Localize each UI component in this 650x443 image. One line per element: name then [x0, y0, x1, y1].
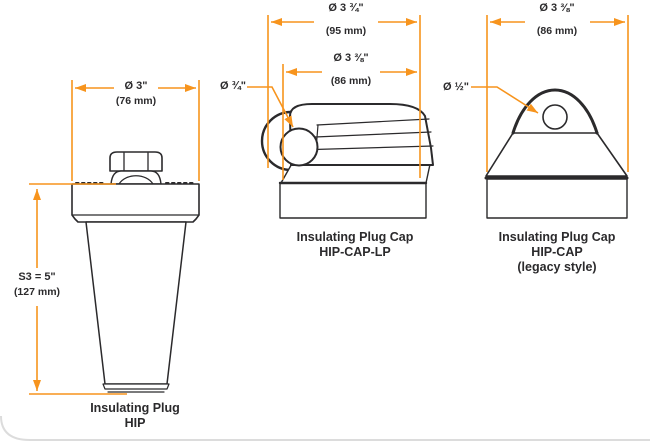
- hip-height-dimension: [29, 183, 127, 395]
- hip-cap-caption-line3: (legacy style): [517, 260, 597, 274]
- hip-cap-lp-inner-dimension: [282, 64, 417, 180]
- hip-width-dimension: [71, 80, 200, 181]
- hip-cap-lp-caption-line2: HIP-CAP-LP: [319, 245, 391, 259]
- hip-cap-lp-outer-metric: (95 mm): [325, 25, 367, 37]
- hip-caption-line2: HIP: [124, 416, 146, 430]
- hip-cap-lp-outer-value: Ø 3 ¾": [328, 2, 364, 14]
- hip-cap-width-dimension: [486, 15, 629, 172]
- hip-cap-legacy-drawing: [484, 88, 629, 219]
- hip-width-metric: (76 mm): [115, 95, 157, 107]
- hip-cap-lp-caption: Insulating Plug Cap HIP-CAP-LP: [275, 230, 435, 260]
- hip-cap-lp-hole-leader: [247, 86, 294, 128]
- hip-height-metric: (127 mm): [13, 286, 61, 298]
- hip-cap-lp-inner-metric: (86 mm): [330, 75, 372, 87]
- hip-cap-caption-line1: Insulating Plug Cap: [498, 230, 616, 244]
- hip-plug-drawing: [71, 151, 200, 393]
- hip-cap-caption: Insulating Plug Cap HIP-CAP (legacy styl…: [477, 230, 637, 275]
- hip-cap-lp-outer-dimension: [267, 15, 421, 178]
- hip-cap-hole-leader: [471, 86, 539, 114]
- hip-cap-width-metric: (86 mm): [536, 25, 578, 37]
- hip-cap-lp-inner-value: Ø 3 ⅜": [333, 52, 369, 64]
- hip-cap-lp-caption-line1: Insulating Plug Cap: [296, 230, 414, 244]
- hip-width-value: Ø 3": [124, 80, 148, 92]
- hip-cap-width-value: Ø 3 ⅜": [539, 2, 575, 14]
- page-edge: [0, 415, 650, 441]
- hip-caption-line1: Insulating Plug: [90, 401, 180, 415]
- hip-height-value: S3 = 5": [18, 271, 56, 283]
- hip-cap-hole-value: Ø ½": [442, 81, 469, 93]
- hip-cap-lp-drawing: [260, 103, 434, 219]
- hip-cap-lp-hole-value: Ø ¾": [219, 80, 246, 92]
- hip-cap-caption-line2: HIP-CAP: [531, 245, 583, 259]
- hip-caption: Insulating Plug HIP: [60, 401, 210, 431]
